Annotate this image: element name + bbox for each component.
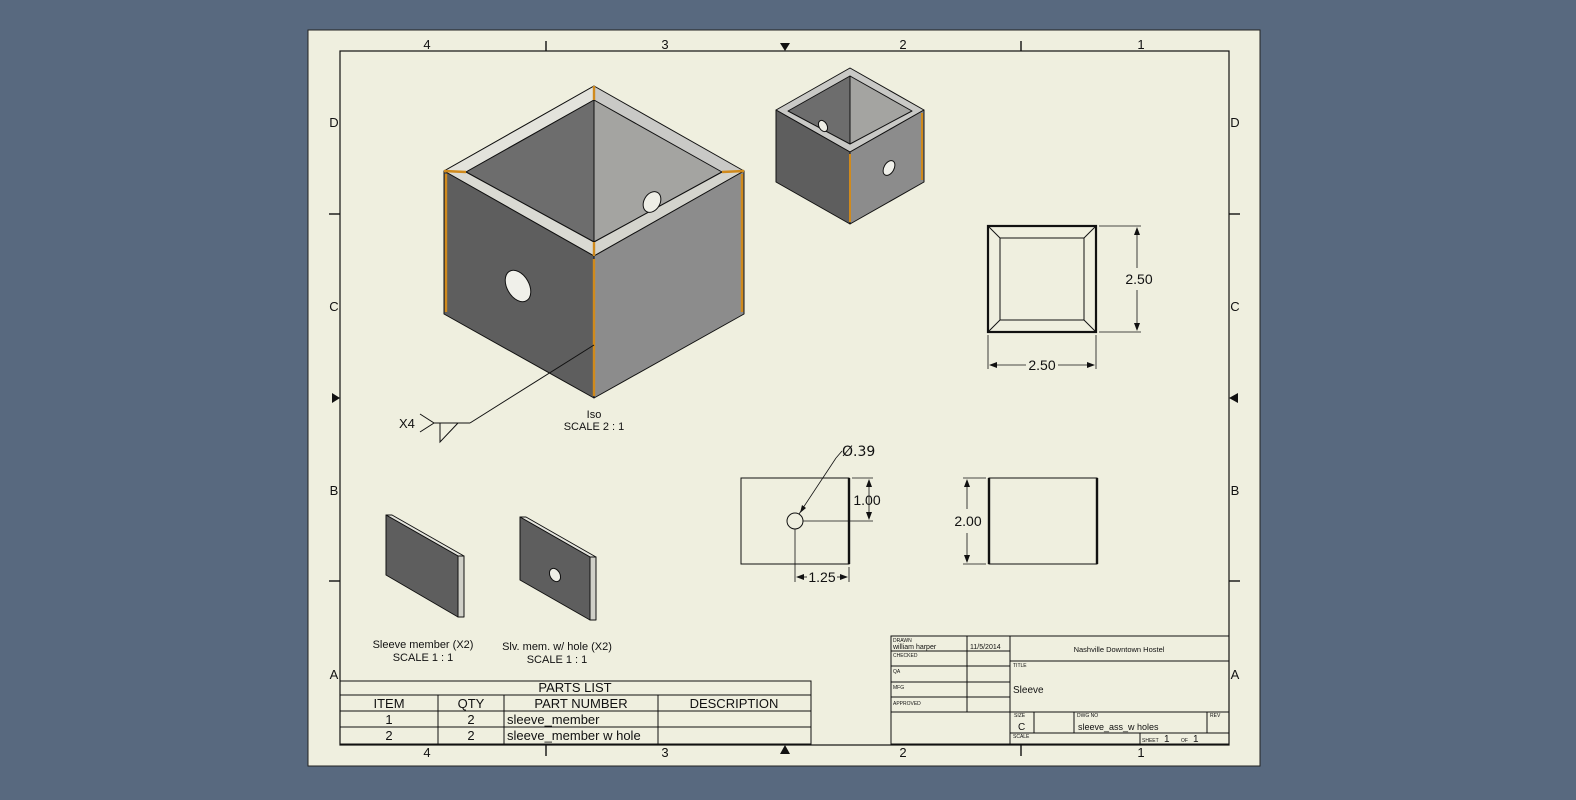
title-block-of-label: OF [1181, 738, 1188, 744]
dim-hole-diameter: Ø.39 [842, 444, 875, 460]
sleeve-member-scale: SCALE 1 : 1 [393, 652, 454, 664]
parts-list-row-2-qty: 2 [467, 728, 474, 743]
weld-symbol [419, 344, 595, 444]
parts-list-row-2-part-number: sleeve_member w hole [507, 728, 641, 743]
title-block-mfg-label: MFG [893, 685, 904, 691]
zone-col-2-bottom: 2 [899, 745, 906, 760]
title-block-scale-label: SCALE [1013, 734, 1030, 740]
sleeve-member-hole-view [519, 516, 597, 621]
parts-list-header-item: ITEM [373, 696, 404, 711]
zone-ticks [329, 41, 1240, 756]
title-block: DRAWN william harper 11/5/2014 CHECKED Q… [890, 635, 1230, 745]
sleeve-member-name: Sleeve member (X2) [373, 639, 474, 651]
title-block-checked-label: CHECKED [893, 653, 918, 659]
title-block-title-label: TITLE [1013, 663, 1027, 669]
sleeve-member-hole-name: Slv. mem. w/ hole (X2) [502, 641, 612, 653]
dim-hole-height: 1.00 [853, 492, 880, 508]
parts-list: PARTS LIST ITEM QTY PART NUMBER DESCRIPT… [339, 680, 812, 745]
zone-row-b-right: B [1231, 483, 1240, 498]
zone-row-b-left: B [330, 483, 339, 498]
iso-view [443, 85, 745, 399]
parts-list-title: PARTS LIST [538, 680, 611, 695]
dim-side-height: 2.00 [954, 513, 981, 529]
title-block-size: C [1018, 722, 1025, 733]
top-view [986, 224, 1098, 334]
title-block-sheet-total: 1 [1193, 734, 1199, 745]
parts-list-row-1-part-number: sleeve_member [507, 712, 600, 727]
parts-list-header-qty: QTY [458, 696, 485, 711]
zone-col-4-top: 4 [423, 37, 430, 52]
parts-list-row-2-item: 2 [385, 728, 392, 743]
iso-hole-front [504, 269, 532, 303]
title-block-rev-label: REV [1210, 713, 1221, 719]
side-view [987, 477, 1099, 565]
sleeve-member-hole-scale: SCALE 1 : 1 [527, 654, 588, 666]
sleeve-member-view [385, 514, 465, 618]
title-block-drawn-by: william harper [892, 644, 937, 651]
parts-list-header-part-number: PART NUMBER [534, 696, 627, 711]
title-block-company: Nashville Downtown Hostel [1074, 645, 1165, 654]
title-block-title: Sleeve [1013, 685, 1044, 696]
zone-row-c-right: C [1230, 299, 1239, 314]
zone-row-c-left: C [329, 299, 338, 314]
small-iso-view [775, 67, 925, 225]
zone-row-d-right: D [1230, 115, 1239, 130]
weld-symbol-label: X4 [399, 416, 415, 431]
center-marks [332, 43, 1238, 754]
zone-col-1-bottom: 1 [1137, 745, 1144, 760]
parts-list-row-1-qty: 2 [467, 712, 474, 727]
title-block-date: 11/5/2014 [970, 644, 1001, 651]
title-block-qa-label: QA [893, 669, 901, 675]
iso-view-name: Iso [587, 409, 602, 421]
front-view-dimensions [794, 450, 873, 582]
title-block-sheet: 1 [1164, 734, 1170, 745]
parts-list-row-1-item: 1 [385, 712, 392, 727]
edge-highlights [443, 86, 745, 396]
title-block-drawn-label: DRAWN [893, 638, 912, 644]
dim-top-height: 2.50 [1125, 271, 1152, 287]
title-block-dwg-label: DWG NO [1077, 713, 1098, 719]
zone-col-4-bottom: 4 [423, 745, 430, 760]
parts-list-header-description: DESCRIPTION [690, 696, 779, 711]
zone-row-a-right: A [1231, 667, 1240, 682]
title-block-size-label: SIZE [1014, 713, 1026, 719]
iso-hole-back [642, 191, 662, 213]
title-block-sheet-label: SHEET [1142, 738, 1159, 744]
zone-col-2-top: 2 [899, 37, 906, 52]
iso-view-scale: SCALE 2 : 1 [564, 421, 625, 433]
zone-col-3-bottom: 3 [661, 745, 668, 760]
dim-top-width: 2.50 [1028, 357, 1055, 373]
title-block-approved-label: APPROVED [893, 701, 921, 707]
title-block-dwg-no: sleeve_ass_w holes [1078, 722, 1159, 732]
zone-col-1-top: 1 [1137, 37, 1144, 52]
zone-row-a-left: A [330, 667, 339, 682]
zone-row-d-left: D [329, 115, 338, 130]
dim-hole-offset: 1.25 [808, 569, 835, 585]
zone-col-3-top: 3 [661, 37, 668, 52]
